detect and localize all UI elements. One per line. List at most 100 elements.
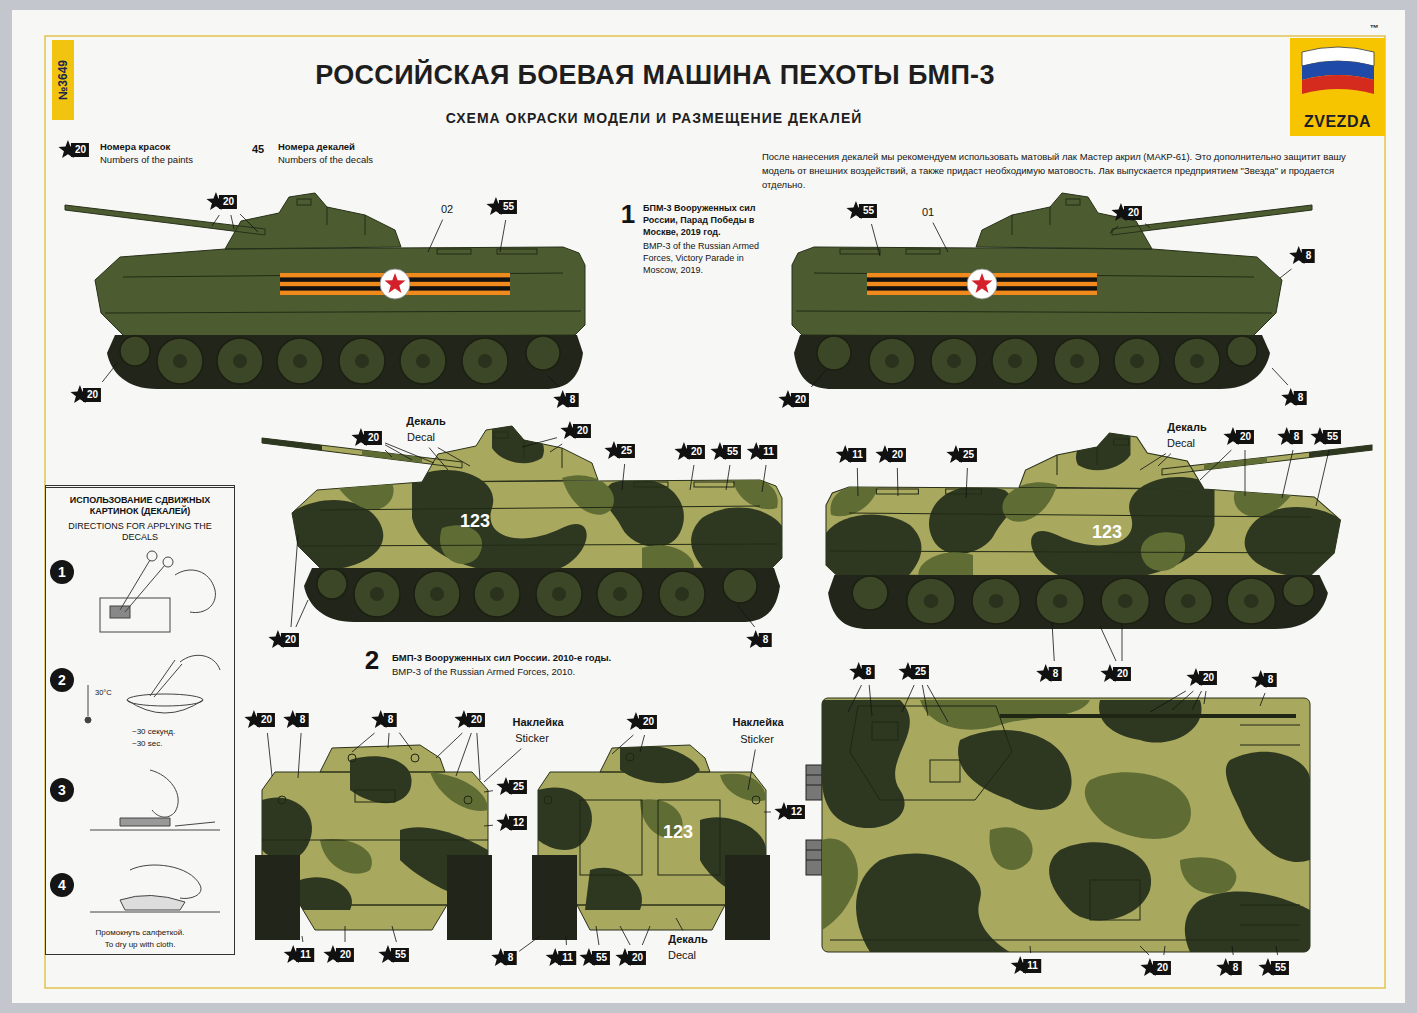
leader-line	[302, 936, 304, 942]
decal-note: Декаль	[1167, 421, 1206, 434]
leader-line	[966, 468, 967, 498]
parade-vehicle-side	[65, 193, 585, 337]
camo-vehicle-top	[850, 706, 1012, 800]
leader-line	[596, 926, 599, 945]
decal-note: Sticker	[515, 732, 549, 745]
camo-vehicle-top	[830, 725, 1300, 940]
instruction-sketch	[120, 560, 165, 612]
parade-vehicle-side	[65, 193, 585, 389]
leader-line	[811, 370, 826, 387]
variant-caption: БМП-3 Вооруженных сил России. 2010-е год…	[392, 652, 611, 664]
camo-vehicle-top	[822, 838, 858, 930]
camo-vehicle-top	[1085, 772, 1191, 839]
paint-callout: 20	[1199, 671, 1217, 685]
camo-vehicle-top	[856, 854, 1010, 952]
step-number-text: 2	[58, 672, 66, 688]
leader-line	[897, 468, 899, 496]
decal-note: Декаль	[406, 415, 445, 428]
paint-callout: 20	[281, 633, 299, 647]
paint-callout: 55	[1323, 430, 1341, 444]
camo-vehicle-side	[828, 575, 1328, 629]
camo-vehicle-top	[1099, 700, 1202, 743]
paint-callout: 55	[859, 204, 877, 218]
decal-note: Наклейка	[732, 716, 783, 729]
leader-line	[1276, 946, 1278, 955]
leader-line	[438, 448, 470, 466]
paint-callout: 55	[723, 445, 741, 459]
step-number-text: 3	[58, 782, 66, 798]
paint-callout: 12	[509, 816, 527, 830]
camo-vehicle-rear	[580, 800, 642, 875]
camo-vehicle-top	[872, 722, 898, 740]
instruction-sketch	[85, 551, 220, 912]
leader-line	[1158, 454, 1171, 466]
camo-vehicle-rear	[626, 753, 634, 761]
leader-line	[726, 465, 730, 490]
subtitle: СХЕМА ОКРАСКИ МОДЕЛИ И РАЗМЕЩЕНИЕ ДЕКАЛЕ…	[446, 110, 863, 127]
step-number: 4	[50, 873, 74, 897]
leader-line	[428, 220, 443, 252]
legend-text: Номера красок Numbers of the paints	[100, 140, 212, 166]
leader-line	[1145, 224, 1150, 228]
instruction-text: ~30 sec.	[132, 739, 162, 749]
leader-line	[738, 606, 755, 627]
leader-line	[477, 733, 480, 780]
paint-callout: 8	[1264, 673, 1277, 687]
decal-note: Decal	[407, 431, 435, 444]
leader-line	[1110, 226, 1118, 233]
camo-vehicle-top	[806, 698, 1310, 952]
camo-vehicle-side	[821, 429, 1372, 629]
camo-vehicle-rear	[532, 855, 577, 940]
paint-callout: 25	[959, 448, 977, 462]
leader-line	[399, 733, 412, 750]
camo-vehicle-rear	[620, 745, 700, 783]
paint-callout: 8	[566, 393, 579, 407]
instruction-sketch	[110, 606, 130, 618]
paint-callout: 20	[1153, 961, 1171, 975]
paint-callout: 11	[848, 448, 866, 462]
trademark: ™	[1370, 23, 1379, 34]
instruction-sketch	[150, 655, 220, 697]
parade-vehicle-side	[792, 193, 1312, 389]
paint-callout: 20	[1113, 667, 1131, 681]
paint-callout: 8	[504, 951, 517, 965]
leader-line	[102, 362, 118, 382]
parade-vehicle-side	[796, 199, 1272, 313]
leader-line	[620, 926, 630, 945]
leader-line	[1172, 691, 1193, 710]
leader-line	[1316, 450, 1329, 506]
parade-vehicle-side	[792, 193, 1312, 337]
camo-vehicle-rear	[544, 796, 552, 804]
camo-vehicle-top	[822, 700, 910, 828]
leader-line	[484, 791, 493, 792]
paint-callout: 25	[509, 780, 527, 794]
decal-number: 123	[663, 822, 693, 844]
parade-vehicle-side	[794, 335, 1270, 389]
instructions-panel-text: ИСПОЛЬЗОВАНИЕ СДВИЖНЫХ КАРТИНОК (ДЕКАЛЕЙ…	[52, 495, 228, 517]
camo-vehicle-front	[300, 877, 352, 910]
leader-line	[1200, 450, 1231, 480]
leader-line	[1030, 946, 1032, 953]
camo-vehicle-top	[1180, 857, 1236, 893]
paint-callout: 12	[787, 805, 805, 819]
catalog-number-bar: №3649	[52, 40, 74, 120]
camo-vehicle-top	[989, 827, 1032, 870]
paint-callout: 20	[639, 715, 657, 729]
instruction-text: To dry up with cloth.	[105, 940, 176, 950]
instruction-text: Промокнуть салфеткой.	[96, 928, 185, 938]
paint-callout: 20	[791, 393, 809, 407]
camo-vehicle-top	[806, 765, 822, 800]
instruction-sketch	[90, 912, 220, 913]
paint-callout: 8	[1302, 249, 1315, 263]
paint-callout: 55	[1271, 961, 1289, 975]
leader-line	[640, 735, 645, 752]
leader-line	[500, 220, 506, 252]
leader-line	[1122, 624, 1123, 661]
leader-line	[345, 926, 346, 942]
camo-vehicle-side	[821, 429, 1372, 585]
leader-line	[922, 685, 928, 716]
camo-vehicle-top	[822, 700, 1310, 952]
decal-note: Sticker	[740, 733, 774, 746]
